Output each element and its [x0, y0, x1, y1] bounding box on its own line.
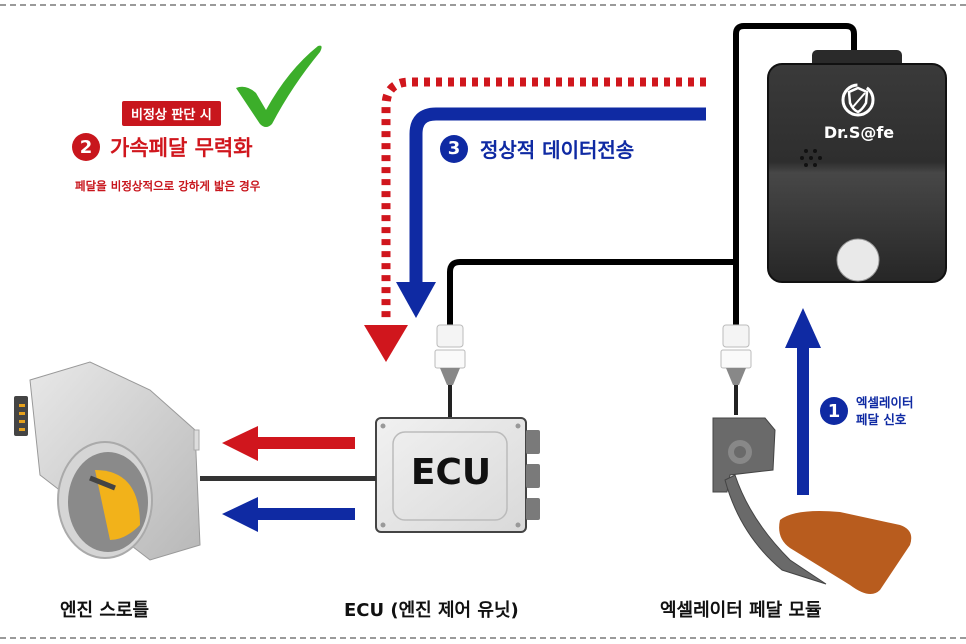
caption-throttle: 엔진 스로틀	[60, 600, 150, 621]
device-button	[836, 238, 880, 282]
ecu-box	[375, 417, 540, 533]
shield-logo-icon	[841, 83, 875, 117]
step1-line1: 엑셀레이터	[856, 395, 914, 410]
caption-ecu: ECU (엔진 제어 유닛)	[344, 600, 519, 621]
check-mark-icon	[236, 45, 322, 127]
step1-line2: 페달 신호	[856, 412, 907, 427]
step2-heading: 2 가속페달 무력화	[72, 132, 253, 162]
step2-subtitle: 페달을 비정상적으로 강하게 밟은 경우	[75, 179, 261, 193]
throttle-cable	[200, 476, 376, 481]
blue-pedal-signal-arrow	[785, 308, 821, 495]
speaker-holes	[800, 149, 822, 167]
red-throttle-arrow	[222, 426, 355, 461]
accelerator-pedal	[712, 417, 827, 585]
step3-heading: 3 정상적 데이터전송	[440, 134, 634, 163]
bottom-border	[0, 637, 966, 639]
step1-label: 1 엑셀레이터 페달 신호	[820, 394, 914, 428]
step3-number: 3	[440, 134, 468, 163]
abnormal-judgment-badge: 비정상 판단 시	[122, 101, 221, 126]
device-brand: Dr.S@fe	[823, 123, 895, 142]
step2-number: 2	[72, 133, 100, 161]
shoe	[779, 511, 912, 594]
pedal-connector	[720, 324, 752, 415]
red-override-arrow	[364, 77, 706, 362]
step1-number: 1	[820, 397, 848, 425]
blue-throttle-arrow	[222, 497, 355, 532]
caption-pedal: 엑셀레이터 페달 모듈	[660, 600, 822, 621]
step3-title: 정상적 데이터전송	[480, 138, 635, 162]
engine-throttle-body	[14, 361, 201, 561]
signal-cable	[447, 23, 857, 330]
step2-title: 가속페달 무력화	[110, 136, 253, 160]
blue-data-arrow	[396, 107, 706, 318]
ecu-label: ECU	[410, 452, 492, 493]
top-border	[0, 4, 966, 6]
dr-safe-device	[767, 50, 947, 283]
ecu-connector	[434, 324, 466, 420]
